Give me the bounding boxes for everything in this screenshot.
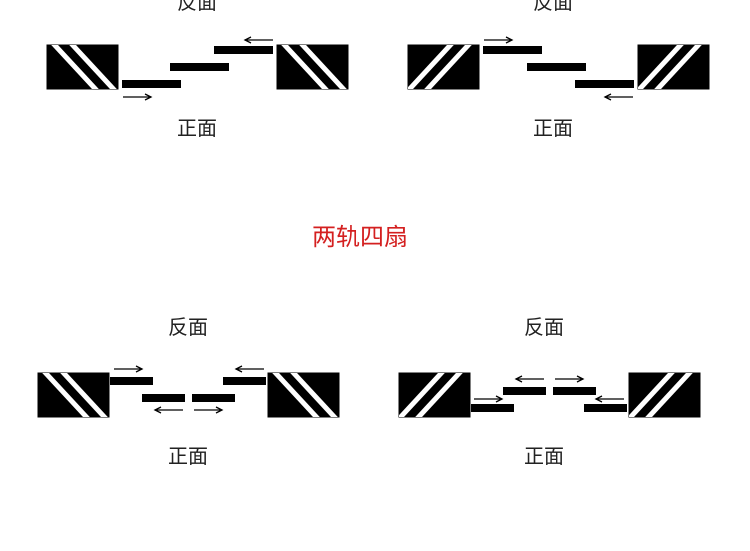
diagram-3-back-label: 反面: [168, 315, 208, 339]
arrow-right-icon: [555, 375, 585, 383]
sash-2: [503, 387, 546, 395]
sash-3: [575, 80, 634, 88]
fixed-panel-left: [46, 44, 119, 90]
diagram-3: [37, 365, 340, 418]
arrow-right-icon: [484, 36, 514, 44]
arrow-left-icon: [153, 406, 183, 414]
fixed-panel-left: [37, 372, 110, 418]
arrow-right-icon: [194, 406, 224, 414]
fixed-panel-right: [628, 372, 701, 418]
diagram-4-back-label: 反面: [524, 315, 564, 339]
fixed-panel-right: [267, 372, 340, 418]
sash-4: [584, 404, 627, 412]
arrow-left-icon: [243, 36, 273, 44]
sash-1: [110, 377, 153, 385]
sash-3: [553, 387, 596, 395]
section-title: 两轨四扇: [312, 223, 408, 251]
diagram-2: [407, 36, 710, 101]
fixed-panel-right: [276, 44, 349, 90]
arrow-left-icon: [603, 93, 633, 101]
fixed-panel-left: [407, 44, 480, 90]
diagram-1-back-label: 反面: [177, 0, 217, 14]
sash-2: [527, 63, 586, 71]
fixed-panel-left: [398, 372, 471, 418]
diagram-1: [46, 36, 349, 101]
sash-3: [214, 46, 273, 54]
arrow-left-icon: [514, 375, 544, 383]
arrow-left-icon: [594, 395, 624, 403]
arrow-right-icon: [474, 395, 504, 403]
sash-1: [122, 80, 181, 88]
diagram-4: [398, 372, 701, 418]
arrow-right-icon: [114, 365, 144, 373]
sash-1: [483, 46, 542, 54]
fixed-panel-right: [637, 44, 710, 90]
sash-2: [142, 394, 185, 402]
diagram-2-front-label: 正面: [533, 116, 573, 140]
sash-4: [223, 377, 266, 385]
arrow-right-icon: [123, 93, 153, 101]
diagram-1-front-label: 正面: [177, 116, 217, 140]
sash-3: [192, 394, 235, 402]
diagram-4-front-label: 正面: [524, 444, 564, 468]
sash-2: [170, 63, 229, 71]
diagram-2-back-label: 反面: [533, 0, 573, 14]
arrow-left-icon: [234, 365, 264, 373]
sash-1: [471, 404, 514, 412]
diagram-3-front-label: 正面: [168, 444, 208, 468]
